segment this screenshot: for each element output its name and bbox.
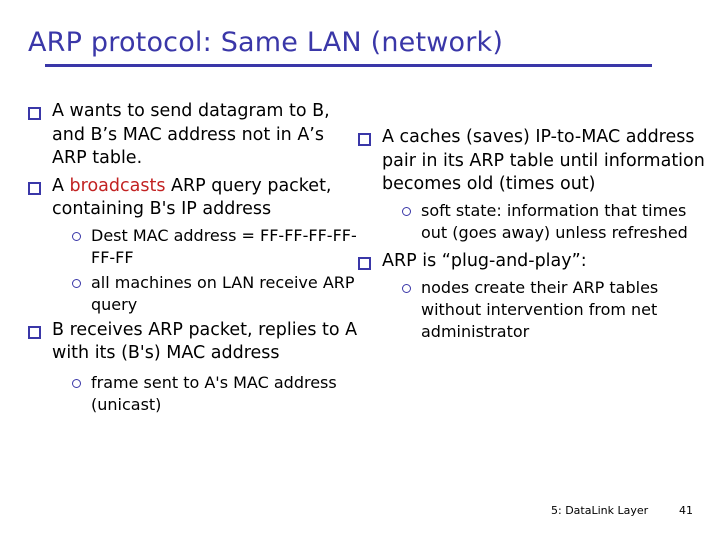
list-item: soft state: information that times out (… (358, 200, 708, 244)
page-number: 41 (679, 504, 693, 517)
circle-bullet-icon (72, 231, 81, 241)
list-item: all machines on LAN receive ARP query (28, 272, 358, 316)
circle-bullet-icon (402, 284, 411, 293)
left-column: A wants to send datagram to B, and B’s M… (28, 100, 358, 417)
circle-bullet-icon (72, 278, 81, 288)
circle-bullet-icon (72, 378, 81, 388)
page-title: ARP protocol: Same LAN (network) (28, 27, 504, 58)
list-item: ARP is “plug-and-play”: (358, 250, 708, 274)
list-item-label: ARP is “plug-and-play”: (382, 250, 587, 271)
list-item-text-before: A (52, 175, 70, 196)
title-underline (45, 64, 652, 67)
list-item: A wants to send datagram to B, and B’s M… (28, 100, 358, 171)
list-item: nodes create their ARP tables without in… (358, 277, 708, 343)
list-item: B receives ARP packet, replies to A with… (28, 319, 358, 366)
square-bullet-icon (28, 325, 41, 339)
highlighted-term: broadcasts (69, 175, 166, 196)
list-item-text-after: ARP query packet, containing B's IP addr… (52, 175, 332, 220)
square-bullet-icon (28, 181, 41, 195)
list-item: A broadcasts ARP query packet, containin… (28, 175, 358, 222)
list-item-label: A caches (saves) IP-to-MAC address pair … (382, 127, 705, 194)
list-item-label: A wants to send datagram to B, and B’s M… (52, 101, 330, 168)
list-item-label: A broadcasts ARP query packet, containin… (52, 175, 358, 222)
list-item-label: soft state: information that times out (… (421, 200, 688, 242)
square-bullet-icon (28, 107, 41, 120)
list-item: Dest MAC address = FF-FF-FF-FF-FF-FF (28, 225, 358, 269)
list-item-label: B receives ARP packet, replies to A with… (52, 319, 358, 364)
circle-bullet-icon (402, 206, 411, 216)
right-column: A caches (saves) IP-to-MAC address pair … (358, 126, 708, 344)
list-item-label: nodes create their ARP tables without in… (421, 278, 659, 341)
list-item-label: all machines on LAN receive ARP query (91, 272, 355, 314)
square-bullet-icon (358, 133, 371, 146)
slide-footer: 5: DataLink Layer 41 (0, 504, 720, 524)
list-item: A caches (saves) IP-to-MAC address pair … (358, 126, 708, 197)
square-bullet-icon (358, 256, 371, 270)
list-item-label: frame sent to A's MAC address (unicast) (91, 372, 337, 414)
list-item: frame sent to A's MAC address (unicast) (28, 372, 358, 416)
list-item-label: Dest MAC address = FF-FF-FF-FF-FF-FF (91, 225, 357, 267)
footer-chapter-label: 5: DataLink Layer (551, 504, 649, 517)
